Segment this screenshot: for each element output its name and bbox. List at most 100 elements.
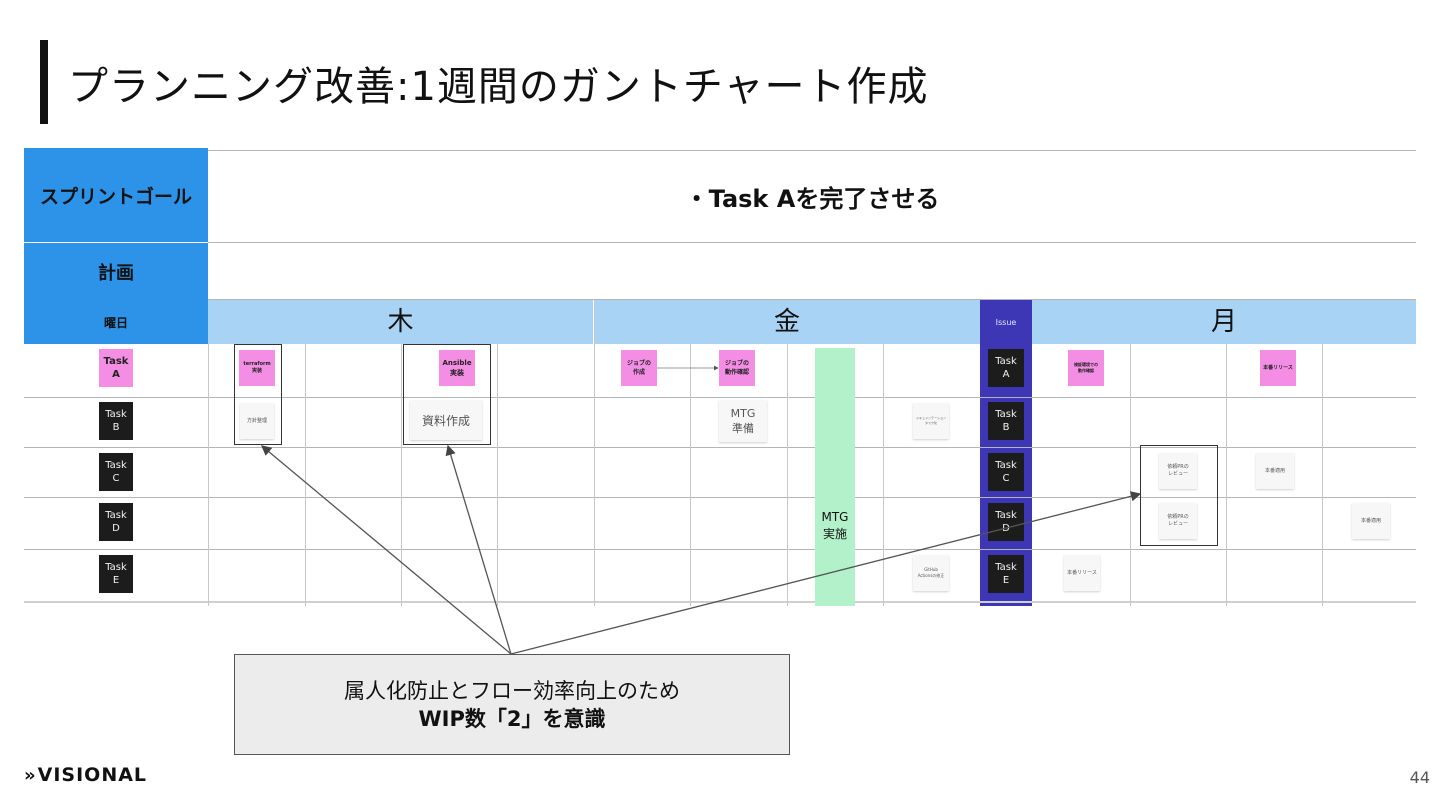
col-divider [594,300,595,606]
row-label-line: Task [105,460,127,471]
issue-label-line: E [1002,575,1010,586]
note-line: 依頼PRの [1167,464,1189,470]
visional-logo: » VISIONAL [24,764,147,786]
sticky-job-check[interactable]: ジョブの動作確認 [719,350,755,386]
issue-label-line: Task [995,562,1017,573]
note-mtg-prep[interactable]: MTG 準備 [719,400,767,442]
issue-label-line: B [1002,422,1010,433]
issue-label-line: C [1002,473,1010,484]
col-divider [787,344,788,606]
issue-header: Issue [995,317,1017,327]
mtg-bar-line: 実施 [822,527,847,541]
note-text: 本番適用 [1264,467,1285,474]
col-divider [1226,344,1227,606]
col-divider [1322,344,1323,606]
sticky-line: 実装 [450,369,464,377]
page-number: 44 [1409,768,1430,787]
day-band-thursday: 木 [208,300,593,344]
row-divider [208,299,1416,300]
note-line: MTG [730,407,756,420]
sticky-ansible[interactable]: Ansible 実装 [439,350,475,386]
note-apply-c[interactable]: 本番適用 [1256,453,1294,489]
wip-frame-ansible [403,344,491,445]
note-line: タスク化 [924,421,937,425]
sticky-line: ジョブの [724,360,749,367]
sticky-verify-env[interactable]: 検証環境での動作確認 [1068,350,1104,386]
col-divider [305,344,306,606]
sprint-goal-text: ・Task Aを完了させる [684,185,940,213]
logo-text: VISIONAL [37,764,148,786]
note-review-c[interactable]: 依頼PRのレビュー [1159,453,1197,489]
table-top-border [208,150,1416,151]
note-text: 本番適用 [1360,517,1381,524]
page-title: プランニング改善:1週間のガントチャート作成 [68,64,929,110]
table-bottom-border [24,601,1416,603]
row-label-line: B [112,422,120,433]
note-docs[interactable]: 資料作成 [410,400,482,440]
sticky-line: 実装 [251,368,262,374]
row-divider [208,242,1416,243]
sticky-line: terraform [243,361,271,367]
row-label-line: Task [105,510,127,521]
sprint-goal-label: スプリントゴール [39,185,192,208]
row-label-line: Task [105,409,127,420]
note-review-d[interactable]: 依頼PRのレビュー [1159,503,1197,539]
sprint-goal-cell: ・Task Aを完了させる [208,151,1416,242]
sticky-line: Ansible [442,359,472,367]
day-thursday: 木 [387,307,414,337]
issue-label-line: Task [995,356,1017,367]
issue-label-line: Task [995,409,1017,420]
col-divider [1130,344,1131,606]
weekday-label: 曜日 [103,315,128,330]
note-text: 本番リリース [1067,569,1097,576]
sticky-line: ジョブの [626,360,651,367]
plan-label-cell: 計画 [24,243,208,300]
note-release-e[interactable]: 本番リリース [1064,555,1100,591]
day-monday: 月 [1210,307,1237,337]
wip-callout: 属人化防止とフロー効率向上のため WIP数「2」を意識 [234,654,790,755]
wip-frame-terraform [234,344,282,445]
note-fri-small[interactable]: ドキュメンテーションタスク化 [913,403,949,439]
col-divider [883,344,884,606]
sticky-line: 動作確認 [1078,368,1094,373]
note-apply-d[interactable]: 本番適用 [1352,503,1390,539]
row-label-line: D [112,523,120,534]
note-line: レビュー [1167,521,1188,527]
sticky-job-create[interactable]: ジョブの作成 [621,350,657,386]
note-text: 方針整理 [246,417,267,424]
note-line: 準備 [732,422,754,435]
arrow-to-review [510,491,1142,655]
note-line: レビュー [1167,471,1188,477]
col-divider [497,344,498,606]
weekday-label-cell: 曜日 [24,300,208,344]
col-divider [690,344,691,606]
col-divider [208,344,209,606]
note-line: GitHub [924,567,938,572]
note-policy[interactable]: 方針整理 [240,403,274,439]
row-label-line: Task [103,356,129,367]
sticky-line: 検証環境での [1074,362,1098,367]
title-accent-bar [40,40,48,124]
note-line: 依頼PRの [1167,514,1189,520]
row-label-line: E [112,575,120,586]
row-label-line: A [112,369,120,380]
note-text: 資料作成 [421,413,470,428]
sticky-text: 本番リリース [1263,364,1293,371]
callout-line-2: WIP数「2」を意識 [418,706,606,731]
plan-label: 計画 [98,262,134,284]
row-label-line: C [112,473,120,484]
note-line: ドキュメンテーション [916,416,946,420]
mtg-bar-line: MTG [821,510,849,524]
sticky-prod-release-a[interactable]: 本番リリース [1260,350,1296,386]
sticky-line: 動作確認 [724,369,749,376]
callout-line-1: 属人化防止とフロー効率向上のため [344,678,680,703]
